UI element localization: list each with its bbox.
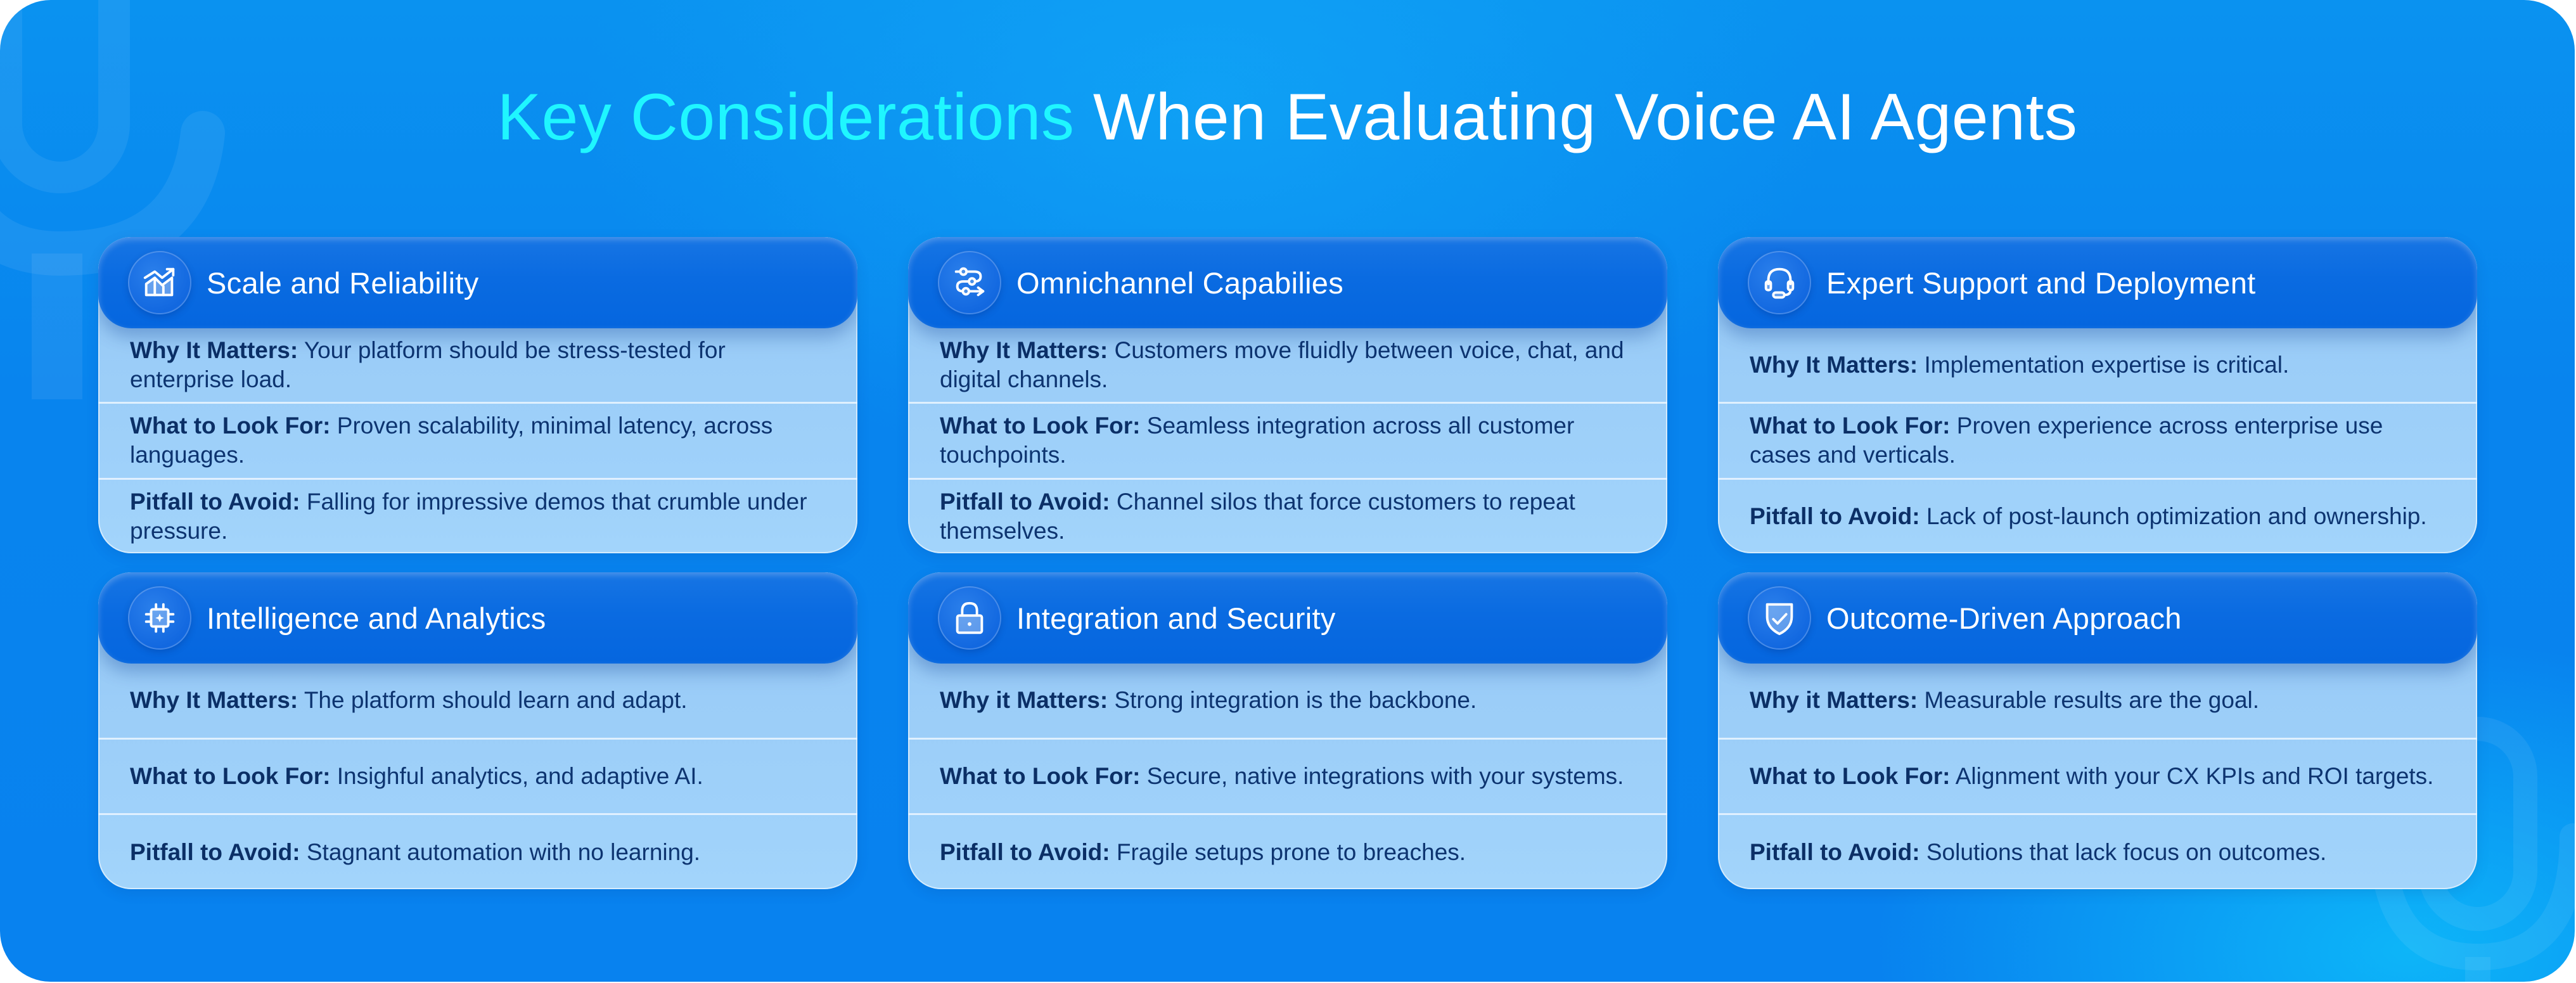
card-integration-security: Integration and Security Why it Matters:… — [908, 572, 1667, 889]
pitfall-to-avoid-row: Pitfall to Avoid: Solutions that lack fo… — [1718, 813, 2477, 889]
why-it-matters-row: Why It Matters: Implementation expertise… — [1750, 352, 2290, 378]
pitfall-to-avoid-row: Pitfall to Avoid: Falling for impressive… — [98, 477, 857, 553]
card-intelligence-analytics: Intelligence and Analytics Why It Matter… — [98, 572, 857, 889]
title-accent: Key Considerations — [497, 80, 1075, 154]
what-to-look-for-row: What to Look For: Proven experience acro… — [1718, 402, 2477, 477]
card-header: Expert Support and Deployment — [1718, 237, 2477, 328]
card-omnichannel: Omnichannel Capabilies Why It Matters: C… — [908, 237, 1667, 553]
card-outcome-driven: Outcome-Driven Approach Why it Matters: … — [1718, 572, 2477, 889]
title-rest: When Evaluating Voice AI Agents — [1093, 80, 2078, 154]
card-title: Expert Support and Deployment — [1826, 266, 2256, 300]
pitfall-to-avoid-row: Pitfall to Avoid: Stagnant automation wi… — [98, 813, 857, 889]
lock-icon — [938, 586, 1001, 650]
growth-chart-icon — [128, 251, 191, 314]
card-title: Omnichannel Capabilies — [1016, 266, 1344, 300]
card-scale-reliability: Scale and Reliability Why It Matters: Yo… — [98, 237, 857, 553]
card-title: Intelligence and Analytics — [207, 601, 546, 635]
why-it-matters-row: Why It Matters: Your platform should be … — [130, 337, 726, 393]
why-it-matters-row: Why It Matters: Customers move fluidly b… — [940, 337, 1624, 393]
why-it-matters-row: Why it Matters: Measurable results are t… — [1750, 687, 2260, 714]
card-title: Integration and Security — [1016, 601, 1336, 635]
card-title: Scale and Reliability — [207, 266, 479, 300]
what-to-look-for-row: What to Look For: Insighful analytics, a… — [98, 737, 857, 814]
why-it-matters-row: Why It Matters: The platform should lear… — [130, 687, 688, 714]
shield-check-icon — [1748, 586, 1811, 650]
why-it-matters-row: Why it Matters: Strong integration is th… — [940, 687, 1477, 714]
what-to-look-for-row: What to Look For: Secure, native integra… — [908, 737, 1667, 814]
what-to-look-for-row: What to Look For: Seamless integration a… — [908, 402, 1667, 477]
card-expert-support: Expert Support and Deployment Why It Mat… — [1718, 237, 2477, 553]
card-header: Omnichannel Capabilies — [908, 237, 1667, 328]
omnichannel-flow-icon — [938, 251, 1001, 314]
what-to-look-for-row: What to Look For: Alignment with your CX… — [1718, 737, 2477, 814]
pitfall-to-avoid-row: Pitfall to Avoid: Fragile setups prone t… — [908, 813, 1667, 889]
headset-icon — [1748, 251, 1811, 314]
card-header: Outcome-Driven Approach — [1718, 572, 2477, 664]
what-to-look-for-row: What to Look For: Proven scalability, mi… — [98, 402, 857, 477]
card-header: Intelligence and Analytics — [98, 572, 857, 664]
card-header: Integration and Security — [908, 572, 1667, 664]
pitfall-to-avoid-row: Pitfall to Avoid: Channel silos that for… — [908, 477, 1667, 553]
pitfall-to-avoid-row: Pitfall to Avoid: Lack of post-launch op… — [1718, 477, 2477, 553]
card-header: Scale and Reliability — [98, 237, 857, 328]
page-title: Key Considerations When Evaluating Voice… — [0, 76, 2575, 158]
ai-chip-icon — [128, 586, 191, 650]
card-title: Outcome-Driven Approach — [1826, 601, 2182, 635]
